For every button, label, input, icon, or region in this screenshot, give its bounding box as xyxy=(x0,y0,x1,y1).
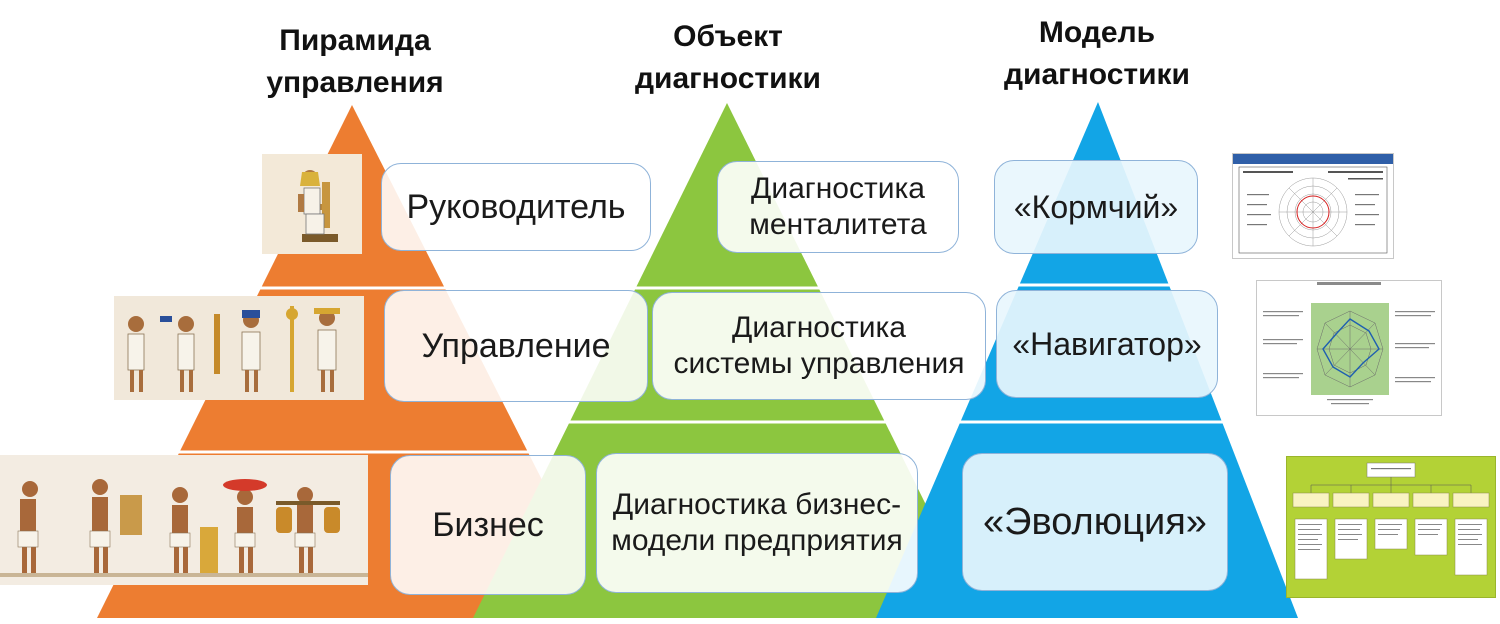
heading-management-pyramid: Пирамида управления xyxy=(266,24,444,99)
egyptian-officials-image xyxy=(114,296,364,400)
level-box-evolution: «Эволюция» xyxy=(962,453,1228,591)
heading-diagnostic-model: Модель диагностики xyxy=(1004,16,1190,91)
heading-diagnostic-object: Объект диагностики xyxy=(635,20,821,95)
egyptian-workers-image xyxy=(0,455,368,585)
mental-profile-report-thumbnail xyxy=(1232,153,1394,259)
level-box-management: Управление xyxy=(384,290,648,402)
level-box-mentality-diagnostics: Диагностика менталитета xyxy=(717,161,959,253)
level-box-navigator: «Навигатор» xyxy=(996,290,1218,398)
level-box-helmsman: «Кормчий» xyxy=(994,160,1198,254)
level-box-leader: Руководитель xyxy=(381,163,651,251)
business-model-tree-thumbnail xyxy=(1286,456,1496,598)
management-system-radar-thumbnail xyxy=(1256,280,1442,416)
level-box-business: Бизнес xyxy=(390,455,586,595)
pharaoh-image xyxy=(262,154,362,254)
level-box-business-model-diagnostics: Диагностика бизнес- модели предприятия xyxy=(596,453,918,593)
level-box-management-system-diagnostics: Диагностика системы управления xyxy=(652,292,986,400)
